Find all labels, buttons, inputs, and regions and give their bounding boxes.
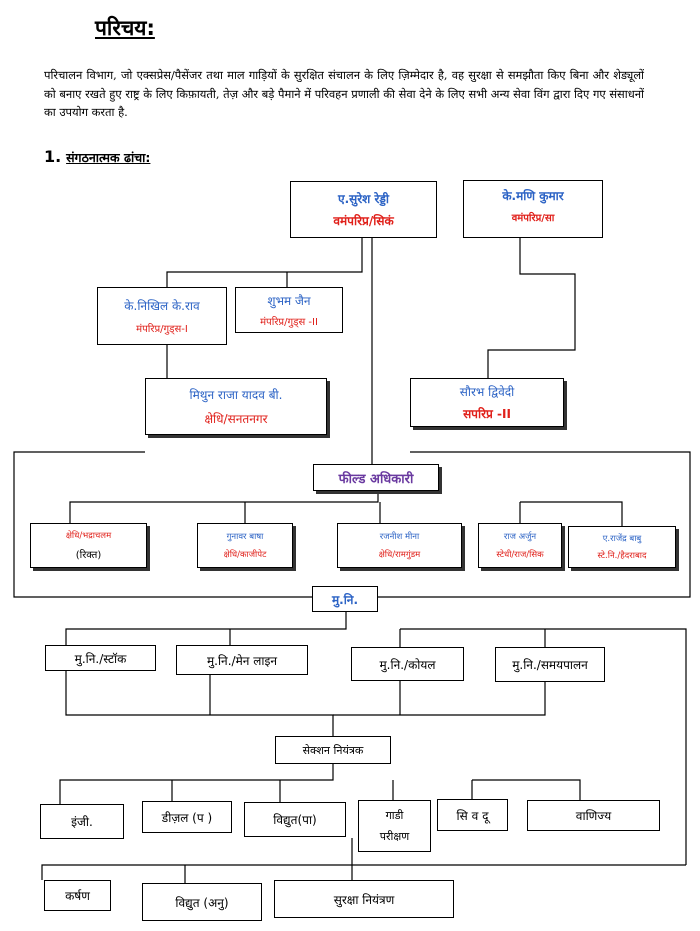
node-train-exam-line2: परीक्षण xyxy=(379,830,410,843)
node-mani-post: वमंपरिप्र/सा xyxy=(511,213,555,224)
node-suresh-name: ए.सुरेश रेड्डी xyxy=(337,192,390,206)
node-section-controller: सेक्शन नियंत्रक xyxy=(275,736,391,764)
node-field-3-line1: रजनीश मीना xyxy=(379,532,420,542)
node-electric-op-label: विद्युत(पा) xyxy=(273,813,317,827)
node-mithun-name: मिथुन राजा यादव बी. xyxy=(189,388,283,402)
node-field-4-line1: राज अर्जुन xyxy=(503,532,537,542)
node-mithun: मिथुन राजा यादव बी. क्षेधि/सनतनगर xyxy=(145,378,327,435)
node-train-exam-line1: गाडी xyxy=(385,809,404,822)
node-electric-maint: विद्युत (अनु) xyxy=(142,883,262,921)
node-diesel: डीज़ल (प ) xyxy=(142,801,232,833)
section-heading: 1. संगठनात्मक ढांचा: xyxy=(44,147,150,166)
node-mu-coal-label: मु.नि./कोयल xyxy=(379,657,436,672)
node-mu-stock: मु.नि./स्टॉक xyxy=(45,645,156,671)
node-traction-label: कर्षण xyxy=(65,889,90,903)
node-mu-timekeeping-label: मु.नि./समयपालन xyxy=(512,658,588,672)
node-electric-op: विद्युत(पा) xyxy=(244,802,346,837)
node-traction: कर्षण xyxy=(44,880,111,911)
node-signal-telecom: सि व दू xyxy=(437,799,508,831)
node-field-1: क्षेधि/भद्राचलम (रिक्त) xyxy=(30,523,147,568)
node-signal-telecom-label: सि व दू xyxy=(456,808,489,823)
node-safety-control-label: सुरक्षा नियंत्रण xyxy=(333,892,395,907)
node-engineering: इंजी. xyxy=(40,804,124,839)
node-field-officers-label: फील्ड अधिकारी xyxy=(338,471,414,487)
node-commercial: वाणिज्य xyxy=(527,800,660,831)
node-mu-coal: मु.नि./कोयल xyxy=(351,647,464,681)
node-field-2-line1: गुनावर बाषा xyxy=(226,532,264,542)
node-field-2: गुनावर बाषा क्षेधि/काजीपेट xyxy=(197,523,293,568)
node-mu-stock-label: मु.नि./स्टॉक xyxy=(74,651,127,666)
node-nikhil: के.निखिल के.राव मंपरिप्र/गुड्स-I xyxy=(97,287,227,345)
node-mu-mainline: मु.नि./मेन लाइन xyxy=(176,645,308,675)
section-number: 1. xyxy=(44,147,62,166)
node-field-1-line1: क्षेधि/भद्राचलम xyxy=(65,531,112,541)
node-saurabh-post: सपरिप्र -II xyxy=(463,407,511,421)
node-mani: के.मणि कुमार वमंपरिप्र/सा xyxy=(463,180,603,238)
node-field-5: ए.राजेंद्र बाबु स्टे.नि./हैदराबाद xyxy=(568,526,676,568)
node-field-4: राज अर्जुन स्टेधी/राज/सिक xyxy=(478,523,562,568)
node-shubham: शुभम जैन मंपरिप्र/गुड्स -II xyxy=(235,287,343,333)
intro-paragraph: परिचालन विभाग, जो एक्सप्रेस/पैसेंजर तथा … xyxy=(44,68,644,119)
page-title: परिचय: xyxy=(95,16,155,40)
node-mu-timekeeping: मु.नि./समयपालन xyxy=(495,647,605,682)
node-train-exam: गाडी परीक्षण xyxy=(358,800,431,852)
node-section-controller-label: सेक्शन नियंत्रक xyxy=(302,743,364,757)
node-field-5-line2: स्टे.नि./हैदराबाद xyxy=(597,551,647,561)
node-saurabh-name: सौरभ द्विवेदी xyxy=(459,385,515,399)
node-suresh: ए.सुरेश रेड्डी वमंपरिप्र/सिकं xyxy=(290,181,437,238)
node-shubham-name: शुभम जैन xyxy=(267,294,311,308)
node-diesel-label: डीज़ल (प ) xyxy=(161,810,213,825)
node-field-3-line2: क्षेधि/रामगुंडम xyxy=(378,550,421,560)
node-electric-maint-label: विद्युत (अनु) xyxy=(175,895,229,910)
node-field-5-line1: ए.राजेंद्र बाबु xyxy=(602,534,642,544)
node-shubham-post: मंपरिप्र/गुड्स -II xyxy=(260,317,318,328)
node-mani-name: के.मणि कुमार xyxy=(502,189,564,203)
node-field-officers: फील्ड अधिकारी xyxy=(313,464,439,491)
node-nikhil-post: मंपरिप्र/गुड्स-I xyxy=(136,324,188,335)
node-field-1-line2: (रिक्त) xyxy=(75,550,102,561)
node-safety-control: सुरक्षा नियंत्रण xyxy=(274,880,454,918)
node-field-2-line2: क्षेधि/काजीपेट xyxy=(223,550,267,560)
node-suresh-post: वमंपरिप्र/सिकं xyxy=(333,214,394,228)
node-mu-mainline-label: मु.नि./मेन लाइन xyxy=(206,653,278,668)
node-engineering-label: इंजी. xyxy=(71,815,93,829)
node-saurabh: सौरभ द्विवेदी सपरिप्र -II xyxy=(410,378,564,427)
node-field-4-line2: स्टेधी/राज/सिक xyxy=(496,550,544,560)
node-mu: मु.नि. xyxy=(312,586,378,612)
node-commercial-label: वाणिज्य xyxy=(575,809,612,823)
section-label: संगठनात्मक ढांचा: xyxy=(66,150,151,165)
node-field-3: रजनीश मीना क्षेधि/रामगुंडम xyxy=(337,523,462,568)
node-nikhil-name: के.निखिल के.राव xyxy=(124,299,200,313)
node-mu-label: मु.नि. xyxy=(331,592,359,607)
node-mithun-post: क्षेधि/सनतनगर xyxy=(204,412,268,426)
